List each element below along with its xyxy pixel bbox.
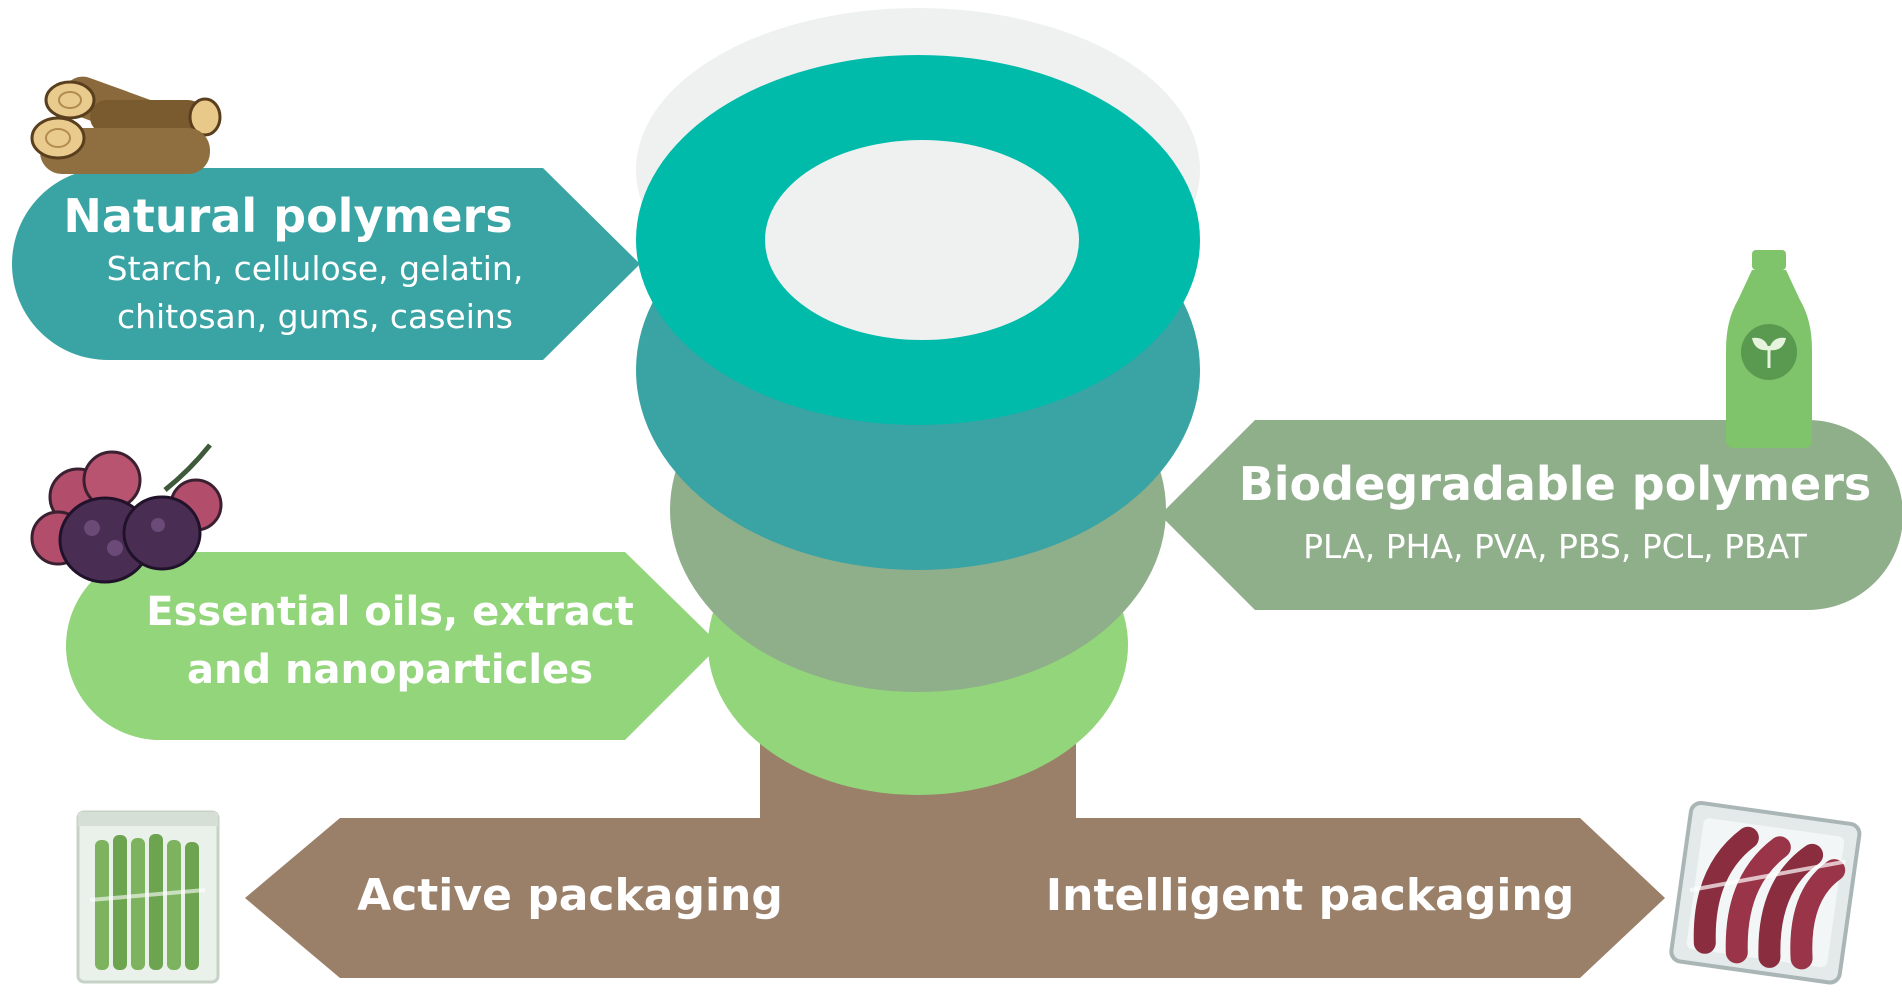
- biodegradable-polymers-line1: PLA, PHA, PVA, PBS, PCL, PBAT: [1303, 527, 1808, 566]
- natural-polymers-line1: Starch, cellulose, gelatin,: [107, 249, 524, 288]
- essential-oils-shape: [66, 552, 720, 740]
- biodegradable-polymers-banner: Biodegradable polymers PLA, PHA, PVA, PB…: [1160, 420, 1902, 610]
- essential-oils-line2: and nanoparticles: [187, 647, 593, 693]
- intelligent-packaging-label: Intelligent packaging: [1046, 870, 1574, 921]
- disc-center-hole: [765, 140, 1079, 340]
- natural-polymers-banner: Natural polymers Starch, cellulose, gela…: [12, 168, 640, 360]
- funnel-stack: [636, 8, 1200, 795]
- biodegradable-polymers-shape: [1160, 420, 1902, 610]
- berries-icon: [30, 443, 223, 584]
- essential-oils-banner: Essential oils, extract and nanoparticle…: [66, 552, 720, 740]
- biodegradable-polymers-title: Biodegradable polymers: [1239, 457, 1872, 511]
- active-packaging-label: Active packaging: [357, 870, 783, 921]
- natural-polymers-title: Natural polymers: [63, 189, 512, 243]
- natural-polymers-shape: [12, 168, 640, 360]
- asparagus-bag-icon: [76, 810, 220, 984]
- wood-logs-icon: [30, 76, 222, 174]
- natural-polymers-line2: chitosan, gums, caseins: [117, 297, 513, 336]
- sausage-tray-icon: [1669, 800, 1862, 985]
- recycled-bottle-icon: [1726, 250, 1812, 448]
- packaging-arrow-shape: [245, 818, 1665, 978]
- essential-oils-line1: Essential oils, extract: [146, 589, 633, 635]
